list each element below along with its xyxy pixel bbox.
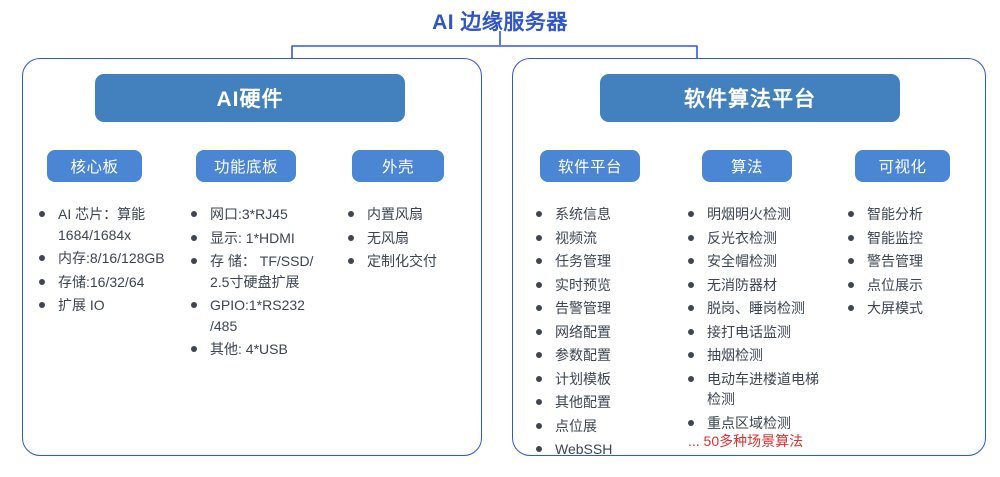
list-item: 存 储： TF/SSD/ 2.5寸硬盘扩展 [188, 251, 328, 292]
list-item: 无消防器材 [685, 275, 830, 296]
list-item: 点位展 [533, 416, 673, 437]
list-item: 无风扇 [345, 228, 475, 249]
list-item: 明烟明火检测 [685, 204, 830, 225]
list-item: 警告管理 [845, 251, 975, 272]
list-item: 其他配置 [533, 392, 673, 413]
algorithms-count-note: ... 50多种场景算法 [688, 433, 804, 449]
list-software-platform: 系统信息 视频流 任务管理 实时预览 告警管理 网络配置 参数配置 计划模板 其… [533, 204, 673, 463]
list-item: 安全帽检测 [685, 251, 830, 272]
page-title: AI 边缘服务器 [432, 11, 568, 34]
list-item: 告警管理 [533, 298, 673, 319]
panel-header-hardware[interactable]: AI硬件 [95, 74, 405, 122]
panel-hardware [22, 58, 482, 456]
list-item: 定制化交付 [345, 251, 475, 272]
list-core-board: AI 芯片：算能 1684/1684x 内存:8/16/128GB 存储:16/… [36, 204, 186, 319]
tag-function-baseboard[interactable]: 功能底板 [196, 150, 296, 182]
list-item: 抽烟检测 [685, 345, 830, 366]
panel-header-software[interactable]: 软件算法平台 [600, 74, 900, 122]
list-item: 脱岗、睡岗检测 [685, 298, 830, 319]
list-item: 智能监控 [845, 228, 975, 249]
list-item: 计划模板 [533, 369, 673, 390]
list-item: 内存:8/16/128GB [36, 248, 186, 269]
list-item: 大屏模式 [845, 298, 975, 319]
list-item: 其他: 4*USB [188, 339, 328, 360]
list-function-baseboard: 网口:3*RJ45 显示: 1*HDMI 存 储： TF/SSD/ 2.5寸硬盘… [188, 204, 328, 363]
list-item: 显示: 1*HDMI [188, 228, 328, 249]
list-item: 实时预览 [533, 275, 673, 296]
list-item: 反光衣检测 [685, 228, 830, 249]
list-item: GPIO:1*RS232 /485 [188, 295, 328, 336]
list-item: 网络配置 [533, 322, 673, 343]
tag-visualization[interactable]: 可视化 [855, 150, 950, 182]
list-item: 任务管理 [533, 251, 673, 272]
list-item: 电动车进楼道电梯检测 [685, 369, 830, 410]
tag-core-board[interactable]: 核心板 [47, 150, 142, 182]
list-item: 参数配置 [533, 345, 673, 366]
list-item: 网口:3*RJ45 [188, 204, 328, 225]
list-item: 点位展示 [845, 275, 975, 296]
list-item: 系统信息 [533, 204, 673, 225]
list-algorithms: 明烟明火检测 反光衣检测 安全帽检测 无消防器材 脱岗、睡岗检测 接打电话监测 … [685, 204, 830, 436]
tag-enclosure[interactable]: 外壳 [352, 150, 444, 182]
list-item: 内置风扇 [345, 204, 475, 225]
list-visualization: 智能分析 智能监控 警告管理 点位展示 大屏模式 [845, 204, 975, 322]
list-item: 扩展 IO [36, 295, 186, 316]
list-item: 存储:16/32/64 [36, 272, 186, 293]
tag-software-platform[interactable]: 软件平台 [540, 150, 640, 182]
panel-software [512, 58, 986, 456]
list-item: 智能分析 [845, 204, 975, 225]
list-item: 视频流 [533, 228, 673, 249]
list-item: 重点区域检测 [685, 413, 830, 434]
list-item: 接打电话监测 [685, 322, 830, 343]
tag-algorithms[interactable]: 算法 [702, 150, 792, 182]
list-item: AI 芯片：算能 1684/1684x [36, 204, 186, 245]
list-enclosure: 内置风扇 无风扇 定制化交付 [345, 204, 475, 275]
list-item: WebSSH [533, 439, 673, 460]
